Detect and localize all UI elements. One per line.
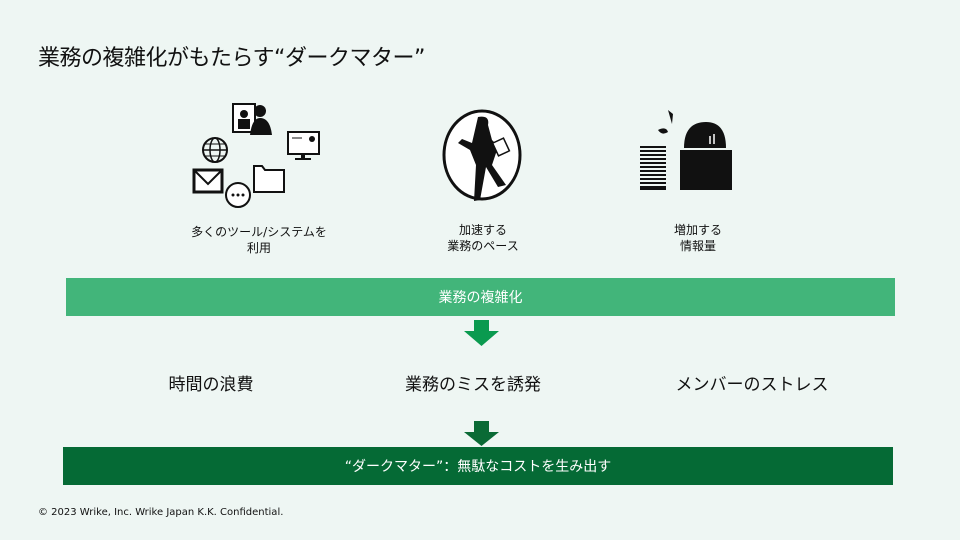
effect-mistakes: 業務のミスを誘発 <box>405 375 541 395</box>
complexity-bar: 業務の複雑化 <box>66 278 895 316</box>
footer-copyright: © 2023 Wrike, Inc. Wrike Japan K.K. Conf… <box>38 507 284 518</box>
arrow-down-icon <box>464 421 499 446</box>
effect-time-waste: 時間の浪費 <box>168 375 254 395</box>
cause-label-line1: 多くのツール/システムを <box>191 225 327 239</box>
effect-stress: メンバーのストレス <box>675 375 829 395</box>
running-clock-icon <box>442 109 522 201</box>
cause-label-line1: 増加する <box>673 223 722 237</box>
cause-label-line2: 情報量 <box>679 239 716 253</box>
dark-matter-result-bar: “ダークマター”：無駄なコストを生み出す <box>63 447 893 485</box>
slide-title: 業務の複雑化がもたらす“ダークマター” <box>38 46 425 71</box>
cause-tools: 多くのツール/システムを 利用 <box>174 224 344 256</box>
cause-information: 増加する 情報量 <box>613 222 783 254</box>
tools-systems-icon <box>192 103 320 208</box>
arrow-down-icon <box>464 320 499 346</box>
cause-label-line1: 加速する <box>458 223 507 237</box>
information-overload-icon <box>640 110 732 190</box>
cause-label-line2: 利用 <box>246 241 271 255</box>
cause-label-line2: 業務のペース <box>447 239 519 253</box>
cause-pace: 加速する 業務のペース <box>398 222 568 254</box>
